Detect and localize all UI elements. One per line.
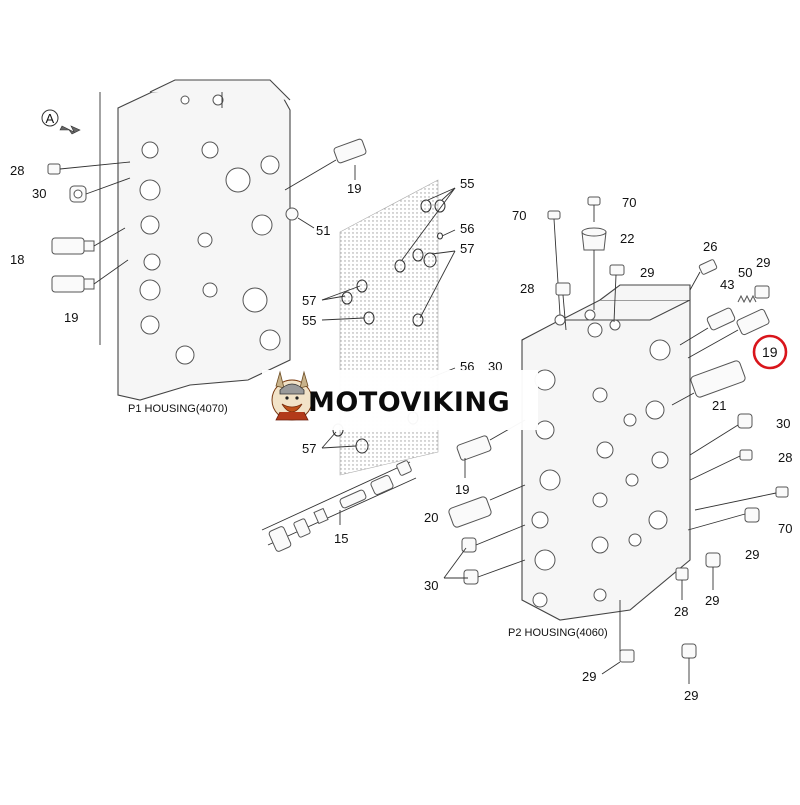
cap-29-right bbox=[754, 285, 770, 299]
callout-30-left: 30 bbox=[32, 186, 46, 201]
callout-29-bottom-right: 29 bbox=[705, 593, 719, 608]
plug-28-top bbox=[555, 282, 571, 331]
callout-70-right: 70 bbox=[778, 521, 792, 536]
plug-70-right bbox=[694, 486, 789, 511]
plug-30-lower-b bbox=[443, 547, 526, 585]
valve-22 bbox=[581, 227, 607, 310]
fitting-28-left bbox=[47, 161, 131, 175]
spool-assembly-15 bbox=[261, 460, 417, 552]
callout-55-top: 55 bbox=[460, 176, 474, 191]
callout-30-lower: 30 bbox=[424, 578, 438, 593]
callout-26: 26 bbox=[703, 239, 717, 254]
plug-51 bbox=[285, 207, 315, 229]
o-ring-set bbox=[332, 199, 446, 454]
callout-55-mid: 55 bbox=[302, 313, 316, 328]
watermark-brand: MOTOVIKING bbox=[308, 387, 510, 418]
plug-28-right bbox=[689, 449, 753, 481]
callout-28-bottom: 28 bbox=[674, 604, 688, 619]
callout-50: 50 bbox=[738, 265, 752, 280]
callout-21: 21 bbox=[712, 398, 726, 413]
callout-70-top: 70 bbox=[622, 195, 636, 210]
callout-57-mid: 57 bbox=[302, 293, 316, 308]
callout-57-top: 57 bbox=[460, 241, 474, 256]
callout-28-left: 28 bbox=[10, 163, 24, 178]
callout-30-right: 30 bbox=[776, 416, 790, 431]
callout-22: 22 bbox=[620, 231, 634, 246]
callout-19-mid: 19 bbox=[455, 482, 469, 497]
callout-56-top: 56 bbox=[460, 221, 474, 236]
highlight-ring bbox=[752, 334, 788, 370]
callout-28-top: 28 bbox=[520, 281, 534, 296]
relief-valve-19-mid bbox=[456, 419, 526, 478]
relief-valve-21 bbox=[671, 360, 746, 406]
callout-43: 43 bbox=[720, 277, 734, 292]
plug-30-left bbox=[69, 177, 131, 203]
p1-housing bbox=[99, 79, 291, 401]
plug-29-top bbox=[609, 264, 625, 323]
callout-29-bottom: 29 bbox=[582, 669, 596, 684]
plug-70-top bbox=[587, 196, 601, 222]
callout-15: 15 bbox=[334, 531, 348, 546]
p1-housing-label: P1 HOUSING(4070) bbox=[128, 403, 228, 415]
view-arrow-icon bbox=[41, 109, 81, 135]
callout-29-right-mid: 29 bbox=[745, 547, 759, 562]
relief-valve-19-left bbox=[51, 259, 129, 293]
relief-valve-20 bbox=[448, 484, 526, 528]
sleeve-43 bbox=[679, 307, 736, 346]
plug-30-right bbox=[689, 413, 753, 456]
plug-29-bottom-right bbox=[705, 552, 721, 590]
p2-housing-label: P2 HOUSING(4060) bbox=[508, 627, 608, 639]
viking-mascot-icon bbox=[271, 370, 313, 421]
plug-28-bottom bbox=[675, 567, 689, 600]
relief-valve-19-top bbox=[284, 138, 367, 191]
callout-29-bottom-far: 29 bbox=[684, 688, 698, 703]
plug-29-bottom bbox=[601, 649, 635, 675]
plug-29-bottom-far bbox=[681, 643, 697, 684]
p2-housing bbox=[521, 284, 691, 655]
callout-57-low: 57 bbox=[302, 441, 316, 456]
callout-19-top: 19 bbox=[347, 181, 361, 196]
plug-30-lower-a bbox=[461, 524, 526, 553]
relief-valve-18 bbox=[51, 227, 126, 255]
seal-kit-panel bbox=[339, 179, 439, 476]
plug-29-right bbox=[687, 507, 760, 531]
fitting-26 bbox=[689, 259, 718, 291]
callout-70-top-left: 70 bbox=[512, 208, 526, 223]
plug-70-top-left bbox=[547, 210, 561, 316]
callout-19-highlighted: 19 bbox=[762, 344, 778, 360]
view-marker-letter: A bbox=[46, 111, 55, 126]
spring-50 bbox=[737, 294, 757, 304]
valve-19-highlighted bbox=[687, 308, 770, 359]
callout-51: 51 bbox=[316, 223, 330, 238]
callout-29-right-top: 29 bbox=[756, 255, 770, 270]
callout-29-top: 29 bbox=[640, 265, 654, 280]
callout-18: 18 bbox=[10, 252, 24, 267]
callout-19-left: 19 bbox=[64, 310, 78, 325]
callout-20: 20 bbox=[424, 510, 438, 525]
callout-28-right: 28 bbox=[778, 450, 792, 465]
